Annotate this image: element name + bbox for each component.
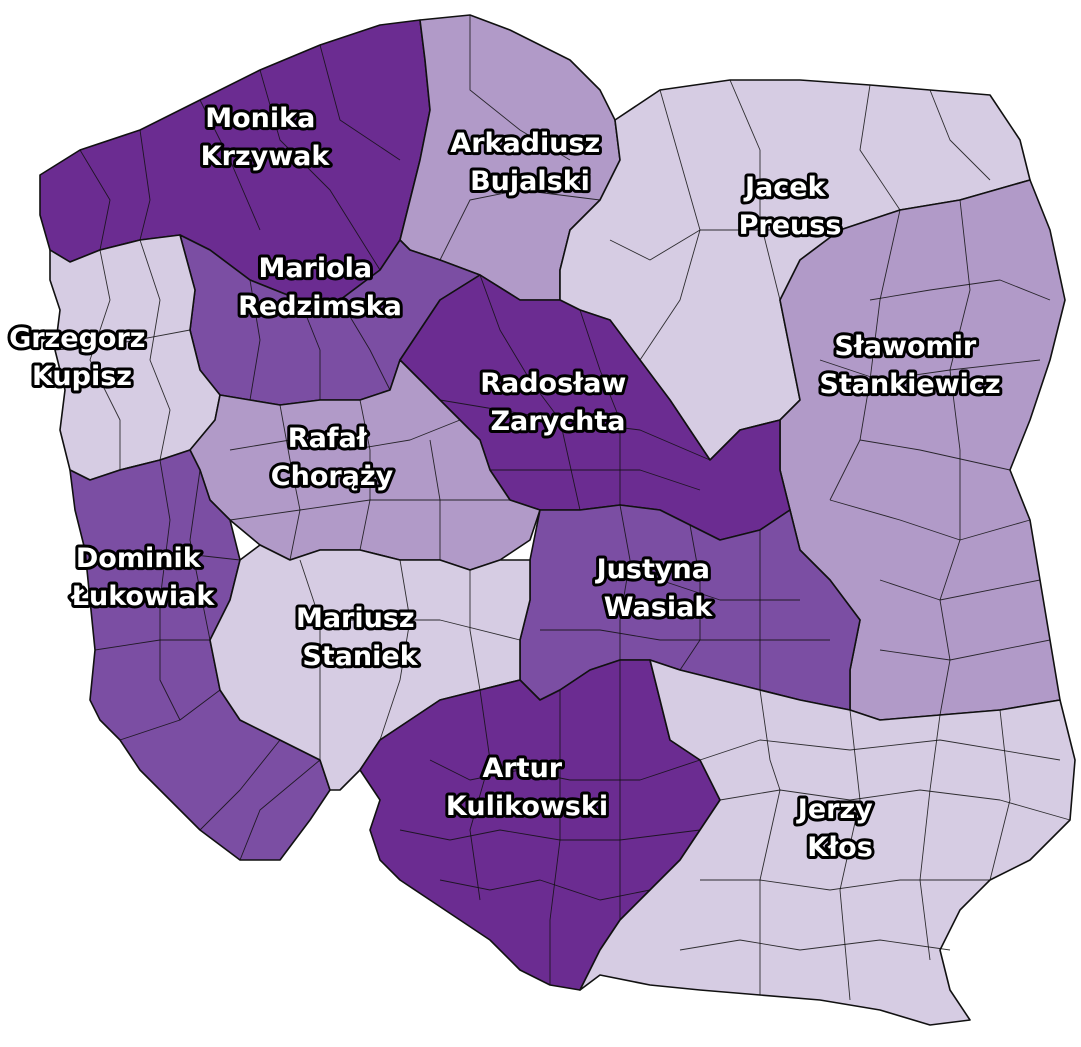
label-justyna-wasiak: Justyna Wasiak <box>595 554 720 623</box>
label-artur-kulikowski: Artur Kulikowski <box>446 753 608 822</box>
label-arkadiusz-bujalski: Arkadiusz Bujalski <box>450 128 609 197</box>
label-jacek-preuss: Jacek Preuss <box>739 172 842 241</box>
label-slawomir-stankiewicz: Sławomir Stankiewicz <box>819 331 1000 400</box>
region-south-east[interactable] <box>579 659 1076 1026</box>
label-jerzy-klos: Jerzy Kłos <box>796 794 882 863</box>
label-mariusz-staniek: Mariusz Staniek <box>296 603 424 672</box>
label-dominik-lukowiak: Dominik Łukowiak <box>70 543 216 612</box>
label-mariola-redzimska: Mariola Redzimska <box>238 253 402 322</box>
label-monika-krzywak: Monika Krzywak <box>201 103 331 172</box>
label-grzegorz-kupisz: Grzegorz Kupisz <box>9 323 155 392</box>
county-borders <box>54 15 1071 1001</box>
label-radoslaw-zarychta: Radosław Zarychta <box>480 368 636 437</box>
label-rafal-chorazy: Rafał Chorąży <box>271 423 394 492</box>
